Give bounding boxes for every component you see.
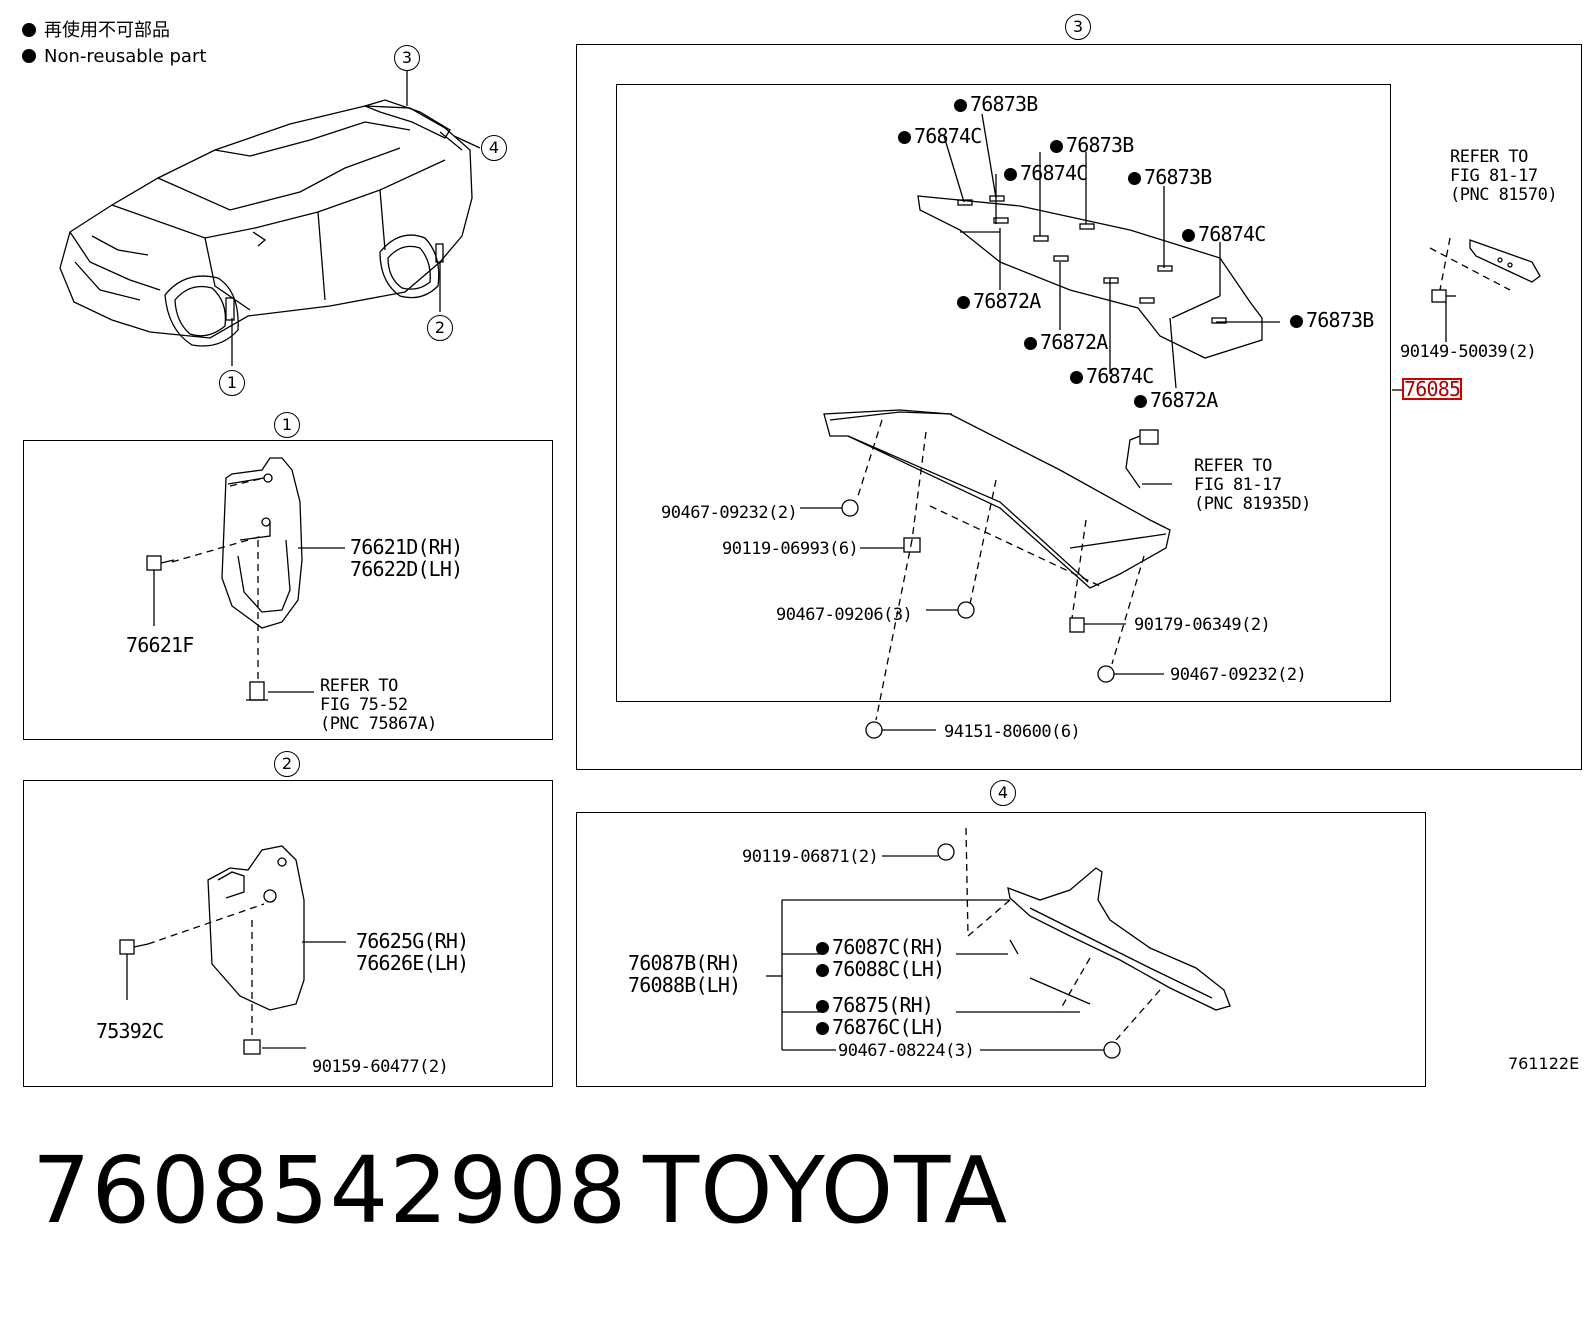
refer-label-line2[interactable]: FIG 75-52 (320, 695, 408, 715)
clip-shapes (800, 499, 1164, 739)
refer-a-line2[interactable]: FIG 81-17 (1450, 166, 1538, 186)
tape-label-1[interactable]: 76873B (954, 94, 1038, 114)
spoiler-tape-set-art (917, 195, 1263, 359)
mudguard-rear-art (207, 845, 305, 1011)
screw-76621F-art (146, 555, 175, 626)
refer-label-line1: REFER TO (320, 676, 398, 696)
panel-3-inner-assembly (616, 84, 1391, 702)
non-reusable-icon (1128, 172, 1141, 185)
part-label-76087C[interactable]: 76087C(RH) (816, 937, 945, 957)
non-reusable-icon (1024, 337, 1037, 350)
part-label-90467-09206[interactable]: 90467-09206(3) (776, 605, 913, 625)
part-label-76626E[interactable]: 76626E(LH) (356, 951, 469, 975)
panel-1-mudguard-front (23, 440, 553, 740)
clip-panel1-art (246, 681, 314, 701)
part-label-76085-highlighted[interactable]: 76085 (1401, 377, 1463, 401)
part-label-90467-09232-a[interactable]: 90467-09232(2) (661, 503, 798, 523)
refer-label-line3: (PNC 75867A) (320, 714, 437, 734)
part-number-title: 7608542908 (32, 1137, 628, 1244)
wire-connector-art (1125, 429, 1172, 489)
tape-label-7[interactable]: 76872A (957, 291, 1041, 311)
refer-a-line1: REFER TO (1450, 147, 1528, 167)
tape-label-8[interactable]: 76873B (1290, 310, 1374, 330)
non-reusable-icon (1050, 140, 1063, 153)
non-reusable-icon (1134, 395, 1147, 408)
marker-4[interactable]: 4 (481, 135, 507, 161)
side-spoiler-art (1007, 867, 1231, 1011)
bullet-icon (22, 49, 36, 63)
bolt-a-art (1431, 289, 1456, 342)
part-label-90159-60477[interactable]: 90159-60477(2) (312, 1057, 449, 1077)
tape-label-11[interactable]: 76872A (1134, 390, 1218, 410)
bolt-panel2-art (243, 1039, 306, 1055)
panel-2-marker: 2 (274, 751, 300, 777)
panel-1-marker: 1 (274, 412, 300, 438)
part-label-90467-08224[interactable]: 90467-08224(3) (838, 1041, 975, 1061)
panel-3-spoiler (576, 44, 1582, 770)
part-label-90467-09232-b[interactable]: 90467-09232(2) (1170, 665, 1307, 685)
refer-b-line2[interactable]: FIG 81-17 (1194, 475, 1282, 495)
part-label-90179-06349[interactable]: 90179-06349(2) (1134, 615, 1271, 635)
non-reusable-icon (898, 131, 911, 144)
tape-label-5[interactable]: 76873B (1128, 167, 1212, 187)
marker-2[interactable]: 2 (427, 315, 453, 341)
refer-a-line3: (PNC 81570) (1450, 185, 1558, 205)
refer-b-line3: (PNC 81935D) (1194, 494, 1311, 514)
tape-label-4[interactable]: 76874C (1004, 163, 1088, 183)
screw-75392C-art (119, 939, 149, 1000)
mudguard-front-art (221, 457, 303, 629)
non-reusable-icon (1070, 371, 1083, 384)
tape-leaders (943, 113, 1280, 389)
part-label-90119-06993[interactable]: 90119-06993(6) (722, 539, 859, 559)
part-label-76087B[interactable]: 76087B(RH) (628, 951, 741, 975)
part-label-76621D[interactable]: 76621D(RH) (350, 535, 463, 559)
non-reusable-icon (957, 296, 970, 309)
part-label-90119-06871[interactable]: 90119-06871(2) (742, 847, 879, 867)
panel-4-side-spoiler (576, 812, 1426, 1087)
vehicle-illustration (59, 99, 473, 347)
part-label-76875[interactable]: 76875(RH) (816, 995, 934, 1015)
part-label-76088C[interactable]: 76088C(LH) (816, 959, 945, 979)
tape-label-9[interactable]: 76872A (1024, 332, 1108, 352)
legend-row-jp: 再使用不可部品 (22, 18, 206, 44)
tape-label-6[interactable]: 76874C (1182, 224, 1266, 244)
non-reusable-icon (1182, 229, 1195, 242)
part-label-76876C[interactable]: 76876C(LH) (816, 1017, 945, 1037)
tape-marks (957, 195, 1227, 324)
tape-label-2[interactable]: 76874C (898, 126, 982, 146)
legend: 再使用不可部品 Non-reusable part (22, 18, 206, 70)
legend-row-en: Non-reusable part (22, 44, 206, 70)
marker-1[interactable]: 1 (219, 370, 245, 396)
part-label-76621F[interactable]: 76621F (126, 633, 194, 657)
spoiler-art (823, 409, 1171, 589)
refer-b-line1: REFER TO (1194, 456, 1272, 476)
bracket-art (1469, 239, 1541, 283)
tape-label-10[interactable]: 76874C (1070, 366, 1154, 386)
part-label-90149-50039[interactable]: 90149-50039(2) (1400, 342, 1537, 362)
part-label-76625G[interactable]: 76625G(RH) (356, 929, 469, 953)
marker-3[interactable]: 3 (394, 45, 420, 71)
part-label-94151-80600[interactable]: 94151-80600(6) (944, 722, 1081, 742)
part-label-76622D[interactable]: 76622D(LH) (350, 557, 463, 581)
non-reusable-icon (816, 1000, 829, 1013)
non-reusable-icon (816, 1022, 829, 1035)
figure-id: 761122E (1508, 1054, 1580, 1073)
panel-4-marker: 4 (990, 780, 1016, 806)
clip-panel4-art (1103, 1041, 1121, 1059)
part-label-75392C[interactable]: 75392C (96, 1019, 164, 1043)
non-reusable-icon (816, 964, 829, 977)
bullet-icon (22, 23, 36, 37)
part-label-76088B[interactable]: 76088B(LH) (628, 973, 741, 997)
non-reusable-icon (1290, 315, 1303, 328)
non-reusable-icon (816, 942, 829, 955)
bracket-lines-panel4 (766, 899, 1104, 1051)
panel-3-marker: 3 (1065, 14, 1091, 40)
non-reusable-icon (1004, 168, 1017, 181)
bolt-panel4-art (882, 843, 955, 861)
panel-2-mudguard-rear (23, 780, 553, 1087)
tape-label-3[interactable]: 76873B (1050, 135, 1134, 155)
brand-title: TOYOTA (643, 1137, 1009, 1244)
non-reusable-icon (954, 99, 967, 112)
